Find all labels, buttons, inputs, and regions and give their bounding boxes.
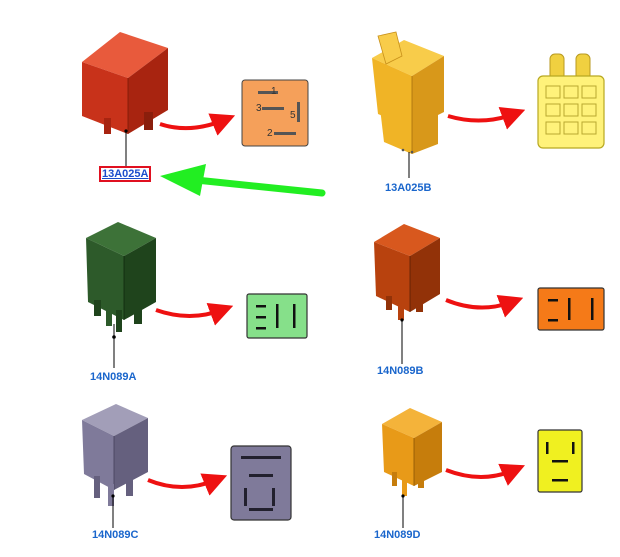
arrow-14n089b xyxy=(445,294,524,318)
pin-number-5: 5 xyxy=(290,110,296,121)
pinout-14n089d xyxy=(537,429,583,493)
part-label-13a025b[interactable]: 13A025B xyxy=(385,182,432,194)
relay-13a025a-body xyxy=(82,32,168,166)
part-label-14n089a[interactable]: 14N089A xyxy=(90,371,137,383)
pinout-13a025a: 1 3 5 2 xyxy=(241,79,309,147)
relay-14n089a-body xyxy=(86,222,156,368)
pinout-13a025b xyxy=(537,53,605,149)
relay-14n089c-body xyxy=(82,404,148,528)
pinout-14n089b xyxy=(537,287,605,331)
pinout-14n089a xyxy=(246,293,308,339)
part-label-14n089c[interactable]: 14N089C xyxy=(92,529,139,541)
relay-14n089d-body xyxy=(382,408,442,528)
arrow-13a025a xyxy=(159,113,236,136)
arrow-14n089a xyxy=(155,302,234,326)
arrow-14n089c xyxy=(147,473,228,496)
part-label-14n089b[interactable]: 14N089B xyxy=(377,365,424,377)
part-label-13a025a[interactable]: 13A025A xyxy=(99,166,152,182)
relay-14n089b-body xyxy=(374,224,440,364)
part-label-14n089d[interactable]: 14N089D xyxy=(374,529,421,541)
relay-13a025b-body xyxy=(372,31,444,178)
pinout-14n089c xyxy=(230,445,292,521)
pin-number-2: 2 xyxy=(267,128,273,139)
green-pointer-arrow xyxy=(160,164,326,197)
arrow-14n089d xyxy=(445,463,525,486)
arrow-13a025b xyxy=(447,106,526,130)
pin-number-1: 1 xyxy=(271,86,277,97)
pin-number-3: 3 xyxy=(256,103,262,114)
